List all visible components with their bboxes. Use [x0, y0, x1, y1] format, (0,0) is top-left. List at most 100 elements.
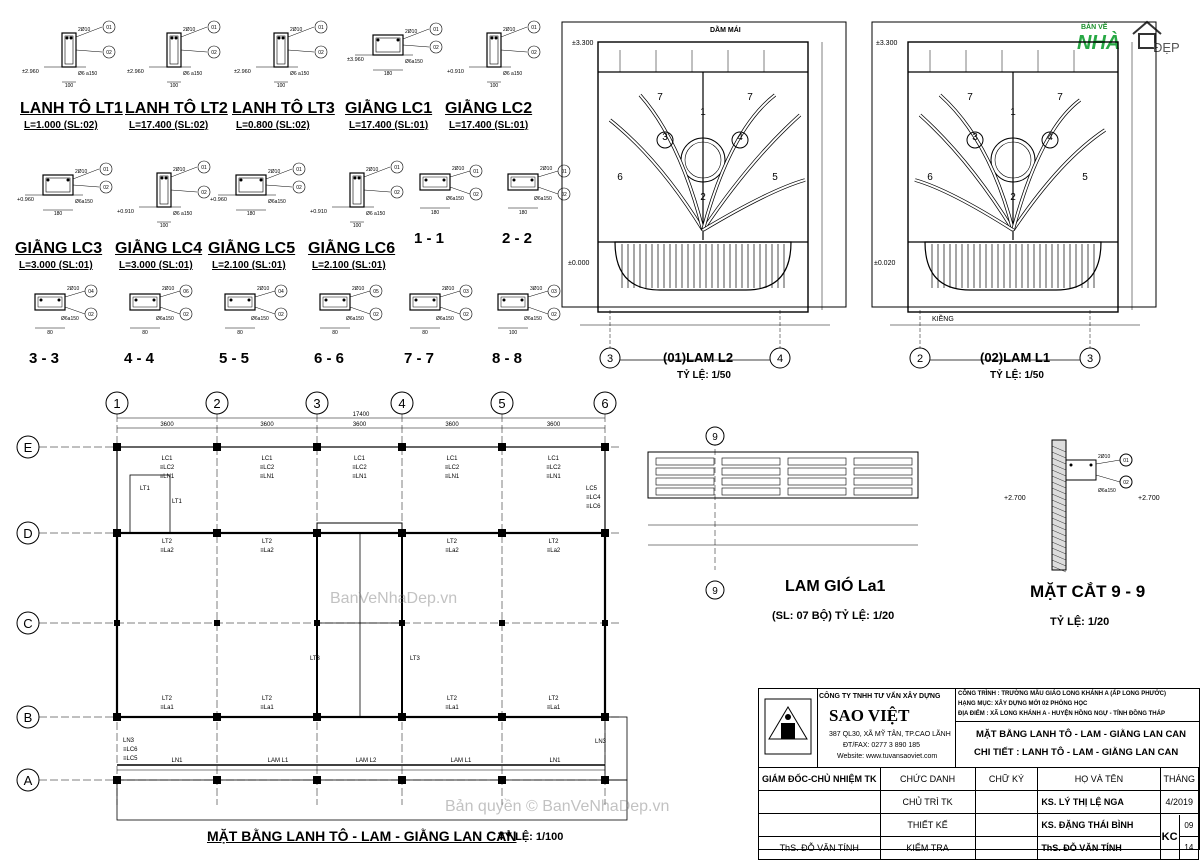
side-porch — [604, 716, 628, 781]
beam-label-b: LT2 — [162, 696, 173, 702]
column — [213, 776, 221, 784]
balloon-2 — [469, 187, 483, 201]
column — [313, 529, 321, 537]
beam-label-d: LT2 — [262, 539, 273, 545]
column — [113, 443, 121, 451]
tb-sign-0 — [974, 790, 1039, 814]
lam-l1-note: KIỀNG — [932, 316, 954, 323]
balloon-text: 01 — [1123, 458, 1129, 464]
rebar — [160, 176, 164, 180]
axis-label: 2 — [917, 353, 923, 365]
col-axis-label: 4 — [398, 396, 405, 411]
column — [213, 713, 221, 721]
tb-sheet-no: 09 — [1179, 815, 1198, 837]
hatch — [1051, 481, 1067, 489]
bar-label: 2Ø10 — [366, 167, 378, 173]
balloon-2-text: 02 — [561, 192, 567, 198]
tb-date-0: 4/2019 — [1159, 790, 1199, 814]
stirrup-label: Ø6a150 — [524, 316, 542, 322]
bar-label: 2Ø10 — [290, 27, 302, 33]
lam-curve-inner — [919, 114, 1014, 231]
rebar — [229, 298, 233, 302]
hatch — [1051, 487, 1067, 495]
leader — [75, 26, 103, 38]
lam-curve-inner — [702, 114, 801, 231]
balloon-2-text: 02 — [373, 312, 379, 318]
beam-label-top: LC1 — [446, 456, 458, 462]
bar-label: 2Ø10 — [257, 286, 269, 292]
side-label-left: LN3 — [123, 738, 135, 744]
bay-dim: 3600 — [445, 422, 459, 428]
section-bubble-label: 9 — [712, 432, 718, 443]
stirrup — [422, 176, 448, 188]
cut-label: 6 - 6 — [314, 350, 345, 367]
axis-label: 4 — [777, 353, 783, 365]
beam-label-top: LC1 — [261, 456, 273, 462]
beam-outline — [224, 293, 256, 311]
column — [498, 713, 506, 721]
lam-slat — [787, 457, 847, 466]
row-axis-label: B — [24, 710, 33, 725]
balloon — [292, 162, 306, 176]
bar-label: 2Ø10 — [540, 166, 552, 172]
stirrup-label: Ø6a150 — [156, 316, 174, 322]
plan-title: MẶT BẰNG LANH TÔ - LAM - GIẰNG LAN CAN — [207, 828, 517, 844]
leader — [500, 26, 528, 38]
section-lt2-title: LANH TÔ LT2 — [125, 100, 228, 117]
beam-label-top: LC1 — [161, 456, 173, 462]
tb-name-1: KS. ĐẶNG THÁI BÌNH — [1037, 813, 1161, 837]
beam-outline — [319, 293, 351, 311]
stirrup-label: Ø6 a150 — [183, 71, 202, 77]
rebar — [174, 36, 178, 40]
tb-h-role: CHỨC DANH — [879, 767, 976, 791]
width-dim: 100 — [277, 83, 286, 89]
tb-director-name: ThS. ĐỖ VĂN TÍNH — [758, 836, 881, 860]
balloon-text: 01 — [394, 165, 400, 171]
side-label-right: ≡LC6 — [586, 504, 601, 510]
lam-curve-inner — [939, 94, 1014, 231]
stirrup — [510, 176, 536, 188]
rebar — [239, 178, 243, 182]
column-small — [399, 620, 405, 626]
bar-label: 2Ø10 — [1098, 454, 1110, 460]
stirrup — [352, 175, 362, 205]
lam-l1-level-bottom: ±0.020 — [874, 260, 896, 267]
tb-role-1: THIẾT KẾ — [879, 813, 976, 837]
balloon — [547, 284, 561, 298]
balloon — [84, 284, 98, 298]
leader — [265, 168, 293, 180]
balloon-text: 03 — [551, 289, 557, 295]
beam-label-d: ≡La2 — [260, 548, 274, 554]
leader-2 — [180, 49, 208, 53]
col-axis-label: 1 — [113, 396, 120, 411]
beam-outline — [166, 32, 182, 68]
level-mark: +0.960 — [210, 197, 227, 203]
leader-2 — [363, 189, 391, 193]
balloon — [197, 160, 211, 174]
leader — [363, 166, 391, 178]
cut-label: 8 - 8 — [492, 350, 523, 367]
tb-role-0: CHỦ TRÌ TK — [879, 790, 976, 814]
col-axis-label: 5 — [498, 396, 505, 411]
balloon-text: 01 — [433, 27, 439, 33]
leader — [72, 168, 100, 180]
leader-2 — [500, 49, 528, 53]
leader — [159, 290, 181, 298]
stirrup-label: Ø6a150 — [436, 316, 454, 322]
leader — [537, 170, 559, 178]
column — [398, 529, 406, 537]
hatch — [1051, 523, 1067, 531]
tb-address: 387 QL30, XÃ MỸ TÂN, TP.CAO LÃNH — [829, 731, 951, 738]
level-mark: ±2.960 — [22, 69, 39, 75]
rebar — [259, 178, 263, 182]
row-axis-label: A — [24, 773, 33, 788]
section-lc3-sub: L=3.000 (SL:01) — [19, 260, 93, 271]
leader — [349, 290, 371, 298]
